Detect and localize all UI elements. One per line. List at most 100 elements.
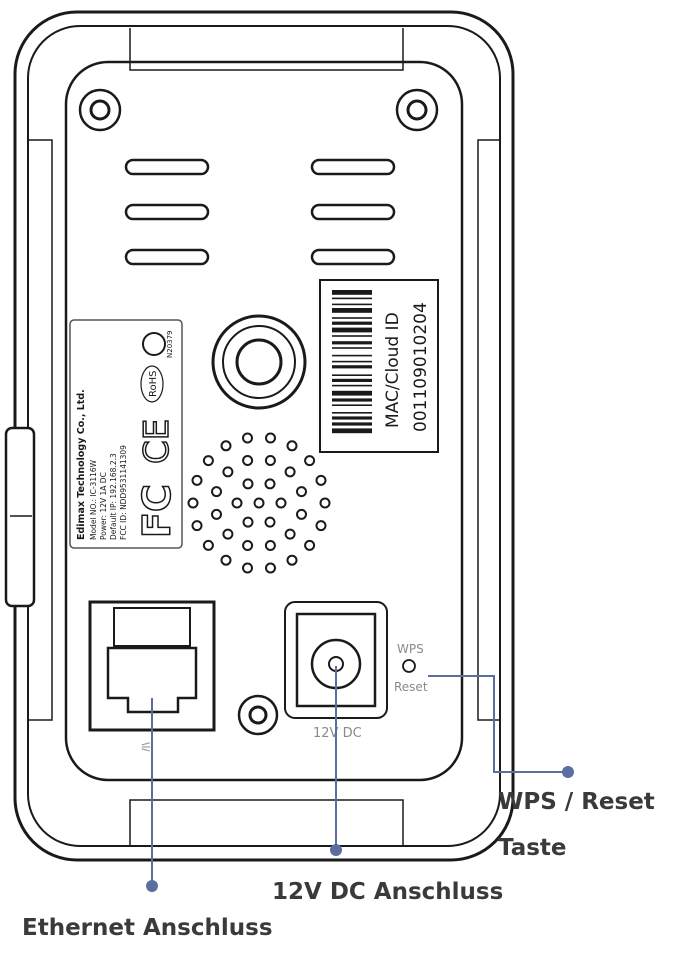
label-default-ip: Default IP: 192.168.2.3 (109, 453, 118, 540)
tripod-mount (211, 314, 307, 410)
callout-wps-line2: Taste (498, 835, 567, 861)
mac-barcode (332, 290, 372, 434)
barcode-bar (332, 354, 372, 357)
speaker-hole (286, 554, 298, 566)
speaker-hole (222, 528, 234, 540)
speaker-hole (191, 520, 203, 532)
speaker-hole (242, 432, 253, 444)
label-model: Model NO.: IC-3116W (89, 459, 98, 540)
speaker-hole (242, 455, 254, 466)
speaker-hole (296, 486, 307, 498)
callout-lines (151, 666, 566, 884)
speaker-hole (264, 516, 276, 528)
speaker-hole (222, 466, 234, 478)
camera-housing (13, 10, 515, 862)
wps-label: WPS (397, 642, 424, 656)
callout-dot-dc (330, 844, 342, 856)
barcode-bar (332, 335, 372, 337)
label-power: Power: 12V 1A DC (99, 472, 108, 540)
speaker-hole (253, 497, 265, 509)
barcode-bar (332, 412, 372, 414)
speaker-hole (220, 554, 232, 566)
mac-value: 001109010204 (411, 302, 431, 432)
barcode-bar (332, 297, 372, 300)
barcode-bar (332, 317, 372, 319)
housing-side-rim-left (28, 139, 53, 721)
mac-caption: MAC/Cloud ID (383, 312, 403, 428)
speaker-hole (315, 520, 327, 532)
speaker-hole (284, 466, 296, 478)
speaker-grille (187, 432, 331, 574)
speaker-hole (202, 539, 214, 551)
housing-side-rim-right (477, 139, 500, 721)
fcc-mark: FC (135, 484, 179, 538)
speaker-hole (242, 562, 253, 574)
callout-dc: 12V DC Anschluss (272, 879, 504, 905)
rcm-mark-icon (142, 332, 166, 356)
callout-wps-line1: WPS / Reset (498, 789, 655, 815)
speaker-hole (211, 508, 222, 520)
back-panel (64, 60, 464, 782)
ce-mark: CE (137, 419, 177, 464)
barcode-bar (332, 321, 372, 325)
speaker-hole (264, 455, 276, 466)
screw-bottom (237, 694, 279, 736)
barcode-bar (332, 398, 372, 402)
rohs-badge (140, 365, 164, 403)
speaker-hole (191, 474, 203, 486)
barcode-bar (332, 290, 372, 295)
regulatory-label: Edimax Technology Co., Ltd. Model NO.: I… (69, 319, 183, 549)
ncc-number: N20379 (166, 330, 174, 358)
side-mount (4, 426, 36, 608)
speaker-hole (304, 539, 316, 551)
callout-dots (146, 766, 574, 892)
callout-ethernet: Ethernet Anschluss (22, 915, 273, 941)
barcode-bar (332, 303, 372, 306)
speaker-hole (275, 497, 287, 509)
label-fcc-id: FCC ID: NDD9531141309 (119, 445, 128, 540)
callout-dot-wps (562, 766, 574, 778)
barcode-bar (332, 404, 372, 406)
speaker-hole (315, 474, 327, 486)
speaker-hole (284, 528, 296, 540)
speaker-hole (242, 478, 254, 490)
label-company: Edimax Technology Co., Ltd. (76, 389, 87, 540)
speaker-hole (220, 440, 232, 452)
speaker-hole (265, 432, 276, 444)
barcode-bar (332, 347, 372, 349)
callout-wps-reset: WPS / Reset Taste (498, 786, 655, 864)
speaker-hole (202, 455, 214, 467)
barcode-bar (332, 428, 372, 434)
speaker-hole (231, 497, 243, 509)
barcode-bar (332, 327, 372, 333)
housing-top-rim (129, 28, 404, 71)
speaker-hole (242, 540, 254, 551)
speaker-hole (304, 455, 316, 467)
speaker-hole (264, 478, 276, 490)
callout-line-wps (428, 675, 566, 773)
barcode-bar (332, 416, 372, 420)
speaker-hole (242, 516, 254, 528)
speaker-hole (211, 486, 222, 498)
dc-port-label: 12V DC (313, 726, 362, 741)
barcode-bar (332, 384, 372, 387)
housing-bottom-rim (129, 799, 404, 846)
barcode-bar (332, 422, 372, 426)
barcode-bar (332, 378, 372, 382)
screw-top-right (395, 88, 439, 132)
speaker-hole (264, 540, 276, 551)
mac-sticker: MAC/Cloud ID 001109010204 (319, 279, 439, 453)
speaker-hole (187, 497, 199, 509)
screw-top-left (78, 88, 122, 132)
barcode-bar (332, 308, 372, 313)
barcode-bar (332, 341, 372, 345)
callout-dot-ethernet (146, 880, 158, 892)
wps-reset-button (402, 659, 416, 673)
barcode-bar (332, 390, 372, 396)
barcode-bar (332, 360, 372, 363)
speaker-hole (319, 497, 331, 509)
speaker-hole (296, 508, 307, 520)
reset-label: Reset (394, 680, 428, 694)
vent-slots (124, 158, 396, 266)
